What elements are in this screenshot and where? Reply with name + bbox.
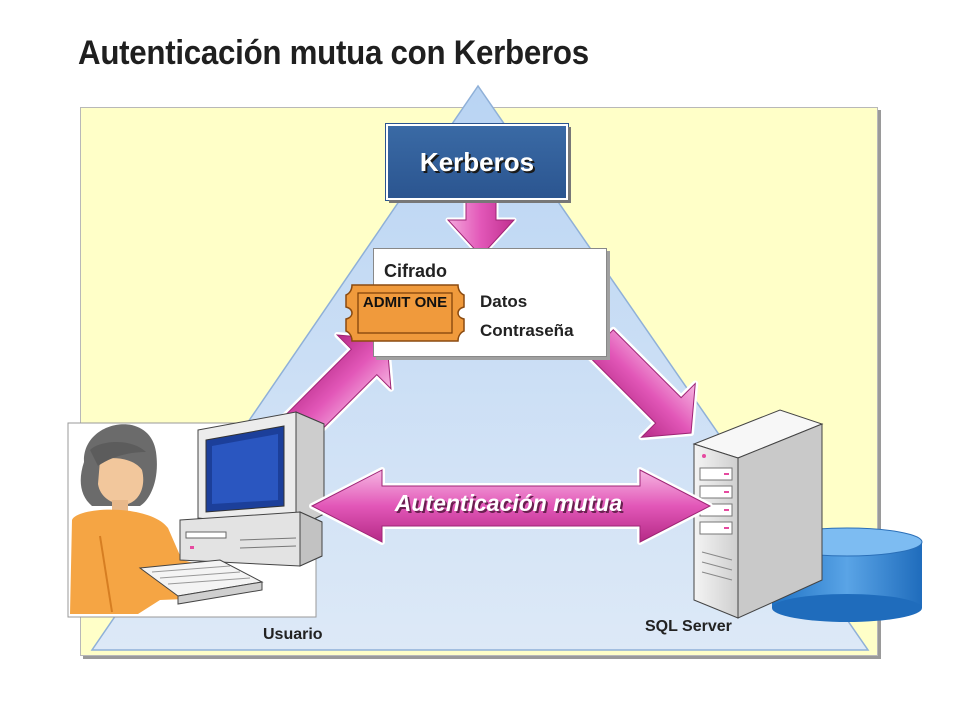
kerberos-label: Kerberos [419,146,535,177]
desktop-computer-icon [138,411,325,605]
page-title: Autenticación mutua con Kerberos [78,34,589,72]
mutual-auth-double-arrow [309,467,713,545]
user-label: Usuario [263,626,323,643]
ticket-to-server-arrow [584,326,699,441]
ticket-line-password: Contraseña [480,321,574,340]
ticket-stub-text: ADMIT ONE [363,294,447,311]
ticket-icon: ADMIT ONE [345,284,465,342]
kerberos-box: Kerberos [386,124,568,200]
mutual-auth-label: Autenticación mutua [394,490,623,516]
ticket-line-data: Datos [480,292,528,311]
tower-server-icon [692,409,824,619]
server-label: SQL Server [645,618,732,635]
encrypted-ticket-card: Cifrado ADMIT ONE Datos Contraseña [345,248,607,357]
ticket-heading: Cifrado [384,261,447,281]
